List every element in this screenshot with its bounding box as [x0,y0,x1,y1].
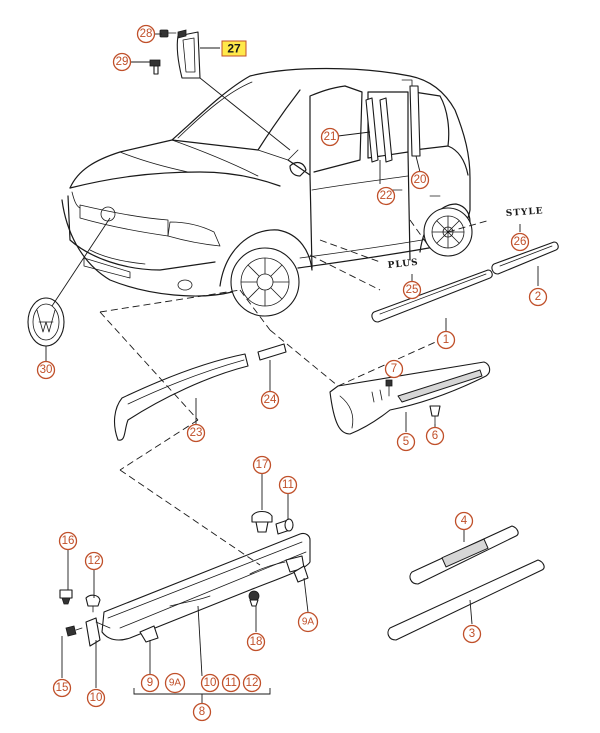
screw-28 [159,29,177,38]
callout-18: 18 [246,632,266,652]
callout-4: 4 [454,511,474,531]
svg-text:12: 12 [88,555,101,567]
svg-text:28: 28 [140,28,153,40]
clip-9a [293,565,309,583]
svg-text:15: 15 [56,682,69,694]
svg-text:10: 10 [90,692,103,704]
clip-6 [429,405,441,425]
callout-21: 21 [320,127,340,147]
spoiler-end-24 [257,343,287,361]
front-spoiler-23 [113,353,249,441]
callout-17: 17 [252,455,272,475]
rear-side-skirt-5 [329,361,491,435]
callout-6: 6 [425,426,445,446]
callout-2: 2 [528,287,548,307]
door-sill-4 [409,525,519,585]
screw-7 [385,379,393,397]
svg-text:23: 23 [190,427,203,439]
callout-7: 7 [384,359,404,379]
svg-text:21: 21 [324,131,337,143]
mirror-triangle-cover [176,29,201,79]
callout-10-bottom: 10 [86,688,106,708]
callout-11-top: 11 [278,475,298,495]
svg-text:27: 27 [227,42,241,56]
clip-16 [59,589,73,605]
svg-text:16: 16 [62,535,75,547]
callout-11-group: 11 [221,673,241,693]
clip-17 [251,510,273,533]
svg-text:30: 30 [40,364,53,376]
svg-text:8: 8 [199,706,205,718]
svg-text:10: 10 [204,677,217,689]
svg-text:29: 29 [116,56,129,68]
callout-28: 28 [136,24,156,44]
svg-text:22: 22 [380,190,393,202]
callout-9a-right: 9A [297,611,319,633]
svg-text:9A: 9A [169,678,182,689]
door-sill-3 [387,559,545,641]
callout-9: 9 [140,673,160,693]
vw-emblem [27,297,65,347]
callout-25: 25 [402,280,422,300]
clip-18 [248,590,260,607]
callout-27: 27 [221,40,247,57]
screw-15 [65,625,83,637]
svg-text:1: 1 [443,334,449,346]
side-skirt-8 [101,532,311,641]
clip-9 [139,625,159,643]
svg-text:11: 11 [225,677,237,689]
callout-3: 3 [462,624,482,644]
svg-text:9A: 9A [302,617,315,628]
svg-text:7: 7 [391,363,397,375]
callout-15: 15 [52,678,72,698]
svg-text:11: 11 [282,479,294,491]
clip-12 [85,594,101,613]
style-badge-text: STYLE [506,206,544,219]
svg-text:25: 25 [406,284,419,296]
callout-24: 24 [260,390,280,410]
svg-text:9: 9 [147,677,153,689]
side-moulding-2 [491,241,559,275]
svg-text:12: 12 [246,677,259,689]
callout-10-group: 10 [200,673,220,693]
svg-text:24: 24 [264,394,277,406]
clip-11 [275,518,294,535]
callout-22: 22 [376,186,396,206]
callout-8: 8 [192,702,212,722]
leader-lines [45,33,539,704]
svg-text:5: 5 [403,436,409,448]
callout-20: 20 [410,170,430,190]
callout-29: 29 [112,52,132,72]
svg-text:20: 20 [414,174,427,186]
style-badge: STYLE [506,206,544,219]
callout-23: 23 [186,423,206,443]
plus-badge: PLUS [387,258,419,271]
callout-5: 5 [396,432,416,452]
window-trims [365,85,421,163]
svg-text:3: 3 [469,628,475,640]
screw-29 [149,59,161,75]
callout-12-group: 12 [242,673,262,693]
callout-30: 30 [36,360,56,380]
svg-text:4: 4 [461,515,468,527]
svg-text:6: 6 [432,430,438,442]
svg-text:18: 18 [250,636,263,648]
callout-26: 26 [510,232,530,252]
svg-text:26: 26 [514,236,527,248]
callout-1: 1 [436,330,456,350]
svg-text:2: 2 [535,291,541,303]
bracket-10 [85,617,111,647]
side-moulding-1 [371,269,493,323]
svg-text:17: 17 [256,459,269,471]
callout-9a-left: 9A [164,672,186,694]
callout-12-top: 12 [84,551,104,571]
callout-16: 16 [58,531,78,551]
plus-badge-text: PLUS [387,258,419,271]
